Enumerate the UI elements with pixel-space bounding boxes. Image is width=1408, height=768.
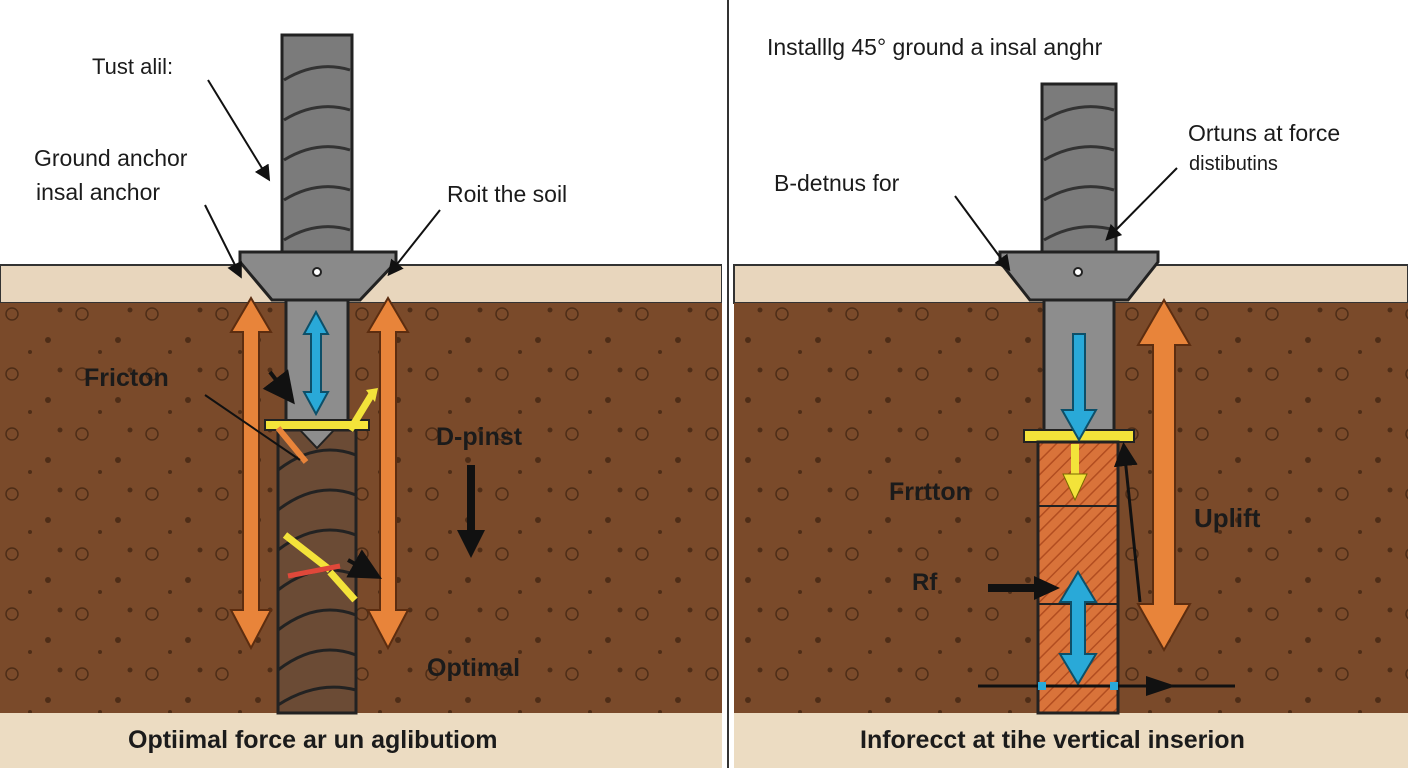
left-caption-strip — [0, 713, 722, 768]
left-downward-arrow — [457, 465, 485, 558]
right-caption: Inforecct at tihe vertical inserion — [860, 726, 1245, 754]
right-blue-double-arrow — [1058, 570, 1098, 686]
left-label-dpinst: D-pinst — [436, 423, 523, 451]
left-shaft-threads — [283, 65, 351, 242]
left-label-top: Tust alil: — [92, 54, 173, 79]
left-panel: Tust alil: Ground anchor insal anchor Ro… — [0, 33, 723, 768]
left-friction-arrows — [262, 369, 382, 603]
left-label-soil: Roit the soil — [447, 181, 567, 207]
left-label-anchor-line2: insal anchor — [36, 179, 160, 205]
left-plate-bolt — [312, 267, 322, 277]
right-black-arrows — [978, 442, 1235, 696]
left-soil-texture — [0, 303, 722, 713]
right-leader-lines — [954, 167, 1178, 272]
right-yellow-arrow — [1062, 444, 1088, 502]
left-caption: Optiimal force ar un aglibutiom — [128, 726, 497, 754]
right-title: Installlg 45° ground a insal anghr — [767, 34, 1103, 60]
right-panel: Installlg 45° ground a insal anghr Ortun… — [733, 0, 1408, 768]
left-orange-arrow-right — [366, 296, 410, 651]
right-blue-arrow-top — [1060, 333, 1098, 443]
right-label-uplift: Uplift — [1194, 503, 1261, 533]
left-anchor-tip — [297, 429, 337, 450]
right-label-rf: Rf — [912, 569, 938, 596]
right-label-forces-line2: distibutins — [1189, 153, 1278, 175]
left-leader-lines — [204, 79, 441, 461]
right-anchor-shaft — [1040, 82, 1118, 258]
left-label-optimal: Optimal — [427, 654, 520, 682]
right-plate-bolt — [1073, 267, 1083, 277]
left-blue-force-arrow — [302, 309, 330, 417]
left-label-anchor-line1: Ground anchor — [34, 145, 188, 171]
left-label-friction: Fricton — [84, 364, 169, 392]
right-label-bdetnus: B-detnus for — [774, 170, 900, 196]
right-label-forces-line1: Ortuns at force — [1188, 120, 1340, 146]
right-caption-strip — [734, 713, 1408, 768]
right-label-friction: Frrtton — [889, 478, 971, 506]
left-orange-arrow-left — [229, 296, 273, 651]
right-orange-uplift-arrow — [1136, 298, 1192, 653]
